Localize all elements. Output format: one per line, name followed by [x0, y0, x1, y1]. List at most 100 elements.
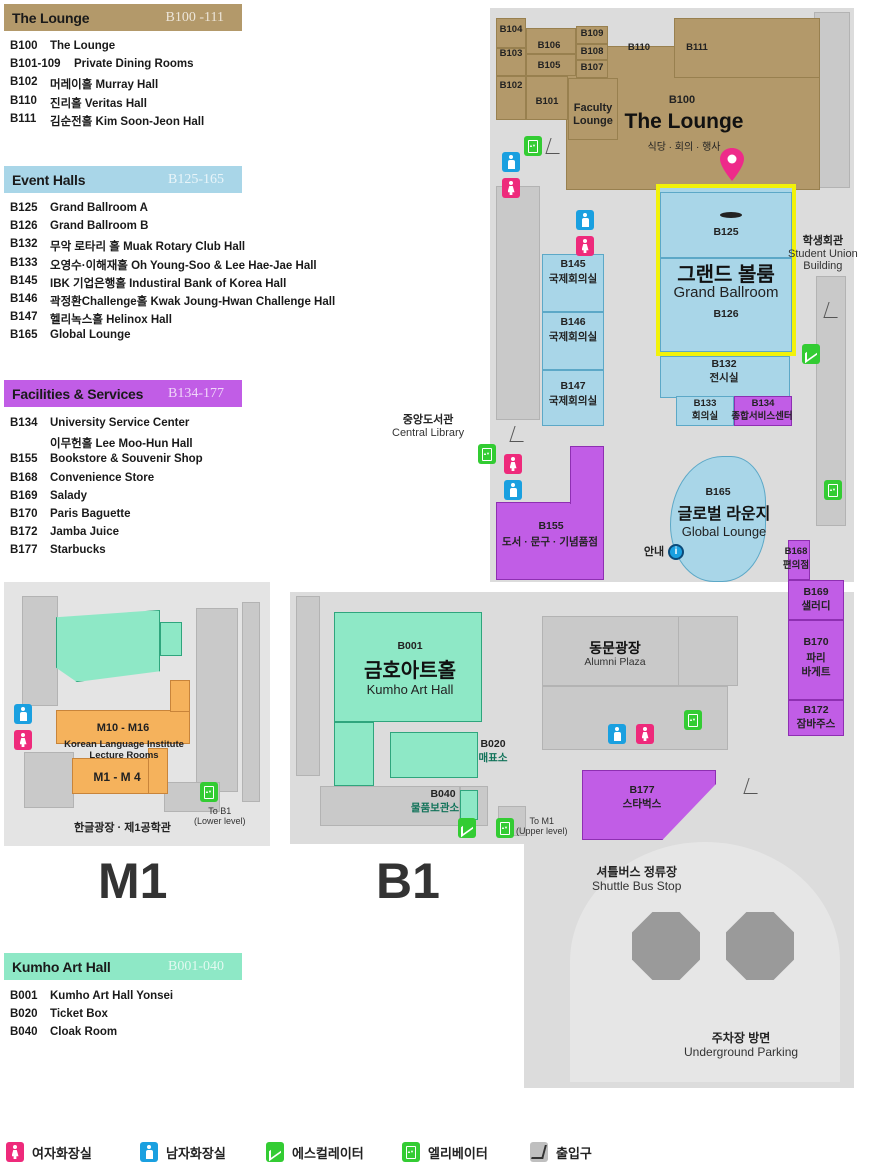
room-b134[interactable]: [734, 396, 792, 426]
legend-facilities-header: Facilities & Services B134-177: [4, 380, 242, 407]
room-b101[interactable]: [526, 76, 568, 120]
lounge-name: The Lounge: [624, 110, 744, 133]
m1-building-label: 한글광장 · 제1공학관: [74, 822, 171, 834]
men-restroom-icon: [608, 724, 626, 744]
room-b133[interactable]: [676, 396, 734, 426]
room-b147[interactable]: [542, 370, 604, 426]
room-b108[interactable]: [576, 44, 608, 60]
women-restroom-icon: [504, 454, 522, 474]
legend-kumho-range: B001-040: [168, 958, 224, 974]
room-b132[interactable]: [660, 356, 790, 398]
m1-room-m10-m16[interactable]: [56, 710, 190, 744]
room-b169[interactable]: [788, 580, 844, 620]
legend-event-range: B125-165: [168, 171, 224, 187]
list-item: 이무헌홀 Lee Moo-Hun Hall: [50, 438, 193, 451]
men-restroom-icon: [502, 152, 520, 172]
room-b109[interactable]: [576, 26, 608, 44]
info-label: 안내: [643, 546, 665, 558]
escalator-icon: [266, 1142, 284, 1162]
elevator-icon: [824, 480, 842, 500]
key-women: 여자화장실: [6, 1142, 92, 1162]
men-restroom-icon: [504, 480, 522, 500]
elevator-icon: [478, 444, 496, 464]
room-faculty-lounge[interactable]: [568, 78, 618, 140]
escalator-icon: [458, 818, 476, 838]
location-pin-icon: [720, 148, 744, 182]
women-restroom-icon: [6, 1142, 24, 1162]
room-b107[interactable]: [576, 60, 608, 78]
women-restroom-icon: [636, 724, 654, 744]
legend-kumho-header: Kumho Art Hall B001-040: [4, 953, 242, 980]
grand-ballroom-ko: 그랜드 볼룸: [677, 264, 775, 286]
room-b105[interactable]: [526, 54, 576, 76]
legend-event-title: Event Halls: [12, 171, 86, 188]
room-b155-bookstore[interactable]: [496, 502, 604, 580]
elevator-icon: [684, 710, 702, 730]
room-b106[interactable]: [526, 28, 576, 54]
m1-rooms-lower-code: M1 - M 4: [93, 770, 141, 784]
room-b020-ticket-box[interactable]: [390, 732, 478, 778]
faculty-lounge-label: Faculty Lounge: [573, 102, 613, 128]
m1-rooms-upper-code: M10 - M16: [96, 722, 150, 734]
legend-lounge-header: The Lounge B100 -111: [4, 4, 242, 31]
key-escalator: 에스컬레이터: [266, 1142, 364, 1162]
legend-event-header: Event Halls B125-165: [4, 166, 242, 193]
room-b040-cloak-room[interactable]: [460, 790, 478, 820]
m1-rooms-lower-name: Lecture Rooms: [89, 750, 159, 761]
m1-floor-label: M1: [98, 853, 168, 909]
room-b165-global-lounge[interactable]: [670, 456, 766, 582]
key-entrance: 출입구: [530, 1142, 592, 1162]
key-elevator: 엘리베이터: [402, 1142, 488, 1162]
m1-to-b1-label: To B1(Lower level): [194, 806, 246, 827]
m1-rooms-upper-name: Korean Language Institute: [64, 739, 184, 750]
room-b168[interactable]: [788, 540, 810, 580]
m1-floor-map: M10 - M16 Korean Language Institute Lect…: [4, 582, 270, 846]
b1-floor-label: B1: [376, 853, 440, 909]
legend-facilities-range: B134-177: [168, 385, 224, 401]
room-b172[interactable]: [788, 700, 844, 736]
room-b102[interactable]: [496, 76, 526, 120]
elevator-icon: [496, 818, 514, 838]
room-b104[interactable]: [496, 18, 526, 48]
entrance-icon: [530, 1142, 548, 1162]
room-b103[interactable]: [496, 48, 526, 76]
room-b146[interactable]: [542, 312, 604, 370]
legend-lounge-range: B100 -111: [165, 9, 224, 25]
elevator-icon: [402, 1142, 420, 1162]
men-restroom-icon: [576, 210, 594, 230]
b1-floor-map: B104 B103 B102 B106 B105 B109 B108 B107 …: [290, 6, 854, 1088]
room-b111[interactable]: [674, 18, 820, 78]
women-restroom-icon: [576, 236, 594, 256]
legend-lounge-title: The Lounge: [12, 9, 90, 26]
room-b001-kumho-art-hall[interactable]: [334, 612, 482, 722]
legend-kumho-title: Kumho Art Hall: [12, 958, 111, 975]
room-b145[interactable]: [542, 254, 604, 312]
m1-room-m1-m4[interactable]: [72, 758, 162, 794]
women-restroom-icon: [502, 178, 520, 198]
room-b170[interactable]: [788, 620, 844, 700]
